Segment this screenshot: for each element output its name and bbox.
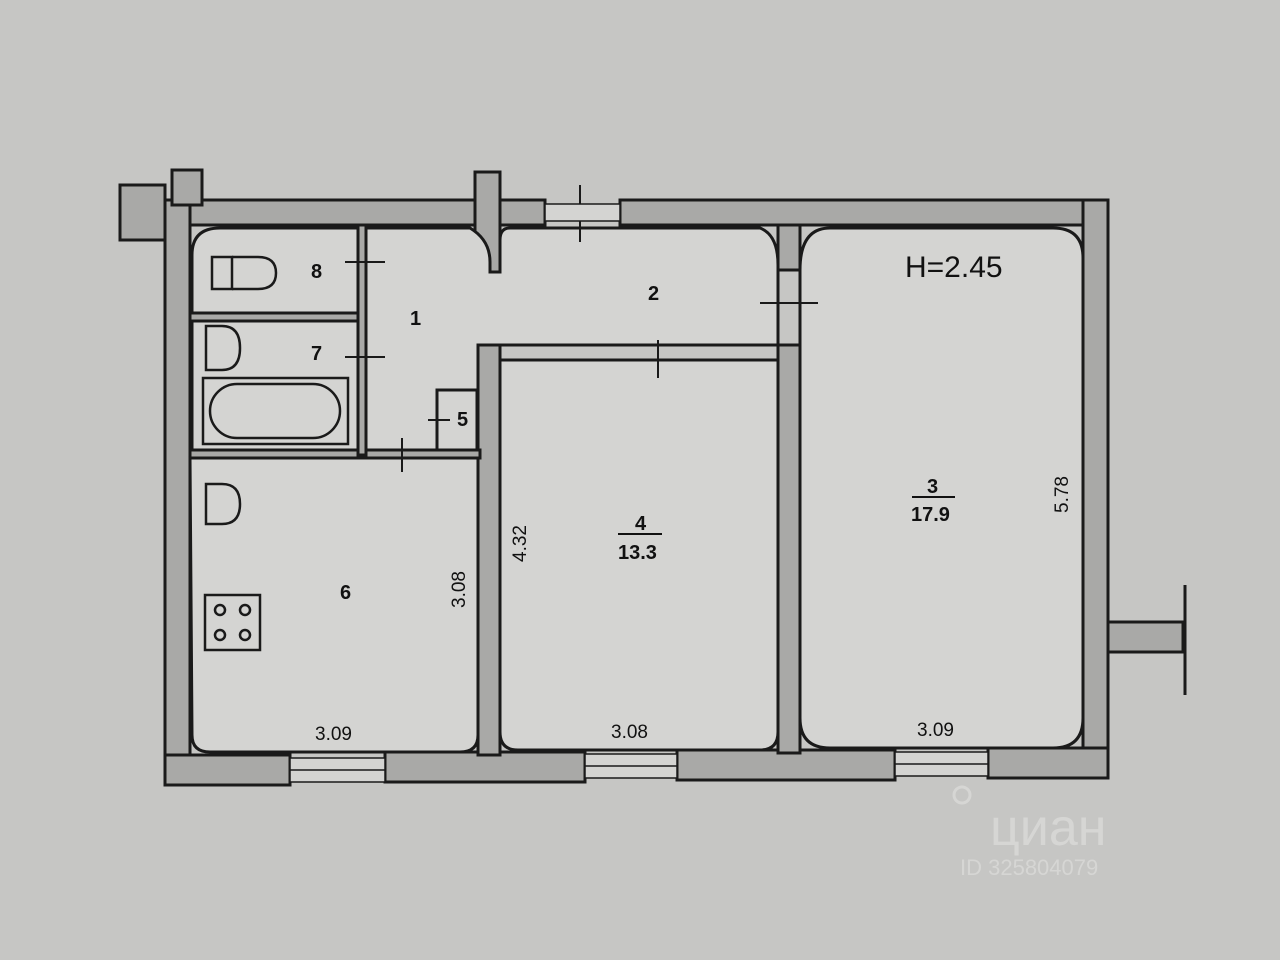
watermark: циан ID 325804079 xyxy=(952,785,1106,880)
room-2-number: 2 xyxy=(648,283,659,305)
toilet-icon xyxy=(210,255,278,291)
room-4-length: 4.32 xyxy=(510,525,531,562)
room-5-number: 5 xyxy=(457,409,468,431)
walls xyxy=(118,168,1187,787)
location-pin-icon xyxy=(952,785,972,805)
room-6-number: 6 xyxy=(340,582,351,604)
room-7 xyxy=(190,319,360,452)
door-marks xyxy=(289,185,989,783)
room-7-number: 7 xyxy=(311,343,322,365)
ceiling-height-label: H=2.45 xyxy=(905,251,1003,284)
room-6-length: 3.08 xyxy=(449,571,470,608)
room-1-number: 1 xyxy=(410,308,421,330)
room-4-width: 3.08 xyxy=(611,722,648,743)
sink-icon xyxy=(204,324,242,372)
room-8-number: 8 xyxy=(311,261,322,283)
watermark-brand: циан xyxy=(990,799,1106,857)
room-3-number: 3 xyxy=(927,476,938,498)
room-3-length: 5.78 xyxy=(1052,476,1073,513)
room-3-width: 3.09 xyxy=(917,720,954,741)
bathtub-icon xyxy=(201,376,350,446)
room-3-area: 17.9 xyxy=(911,504,950,526)
room-6 xyxy=(188,456,480,754)
watermark-id: ID 325804079 xyxy=(960,855,1098,880)
room-5 xyxy=(435,388,479,452)
room-3 xyxy=(798,226,1085,750)
room-4 xyxy=(498,358,780,752)
kitchen-sink-icon xyxy=(204,482,242,526)
stove-icon xyxy=(203,593,262,652)
room-6-width: 3.09 xyxy=(315,724,352,745)
room-4-area: 13.3 xyxy=(618,542,657,564)
room-4-number: 4 xyxy=(635,513,647,535)
